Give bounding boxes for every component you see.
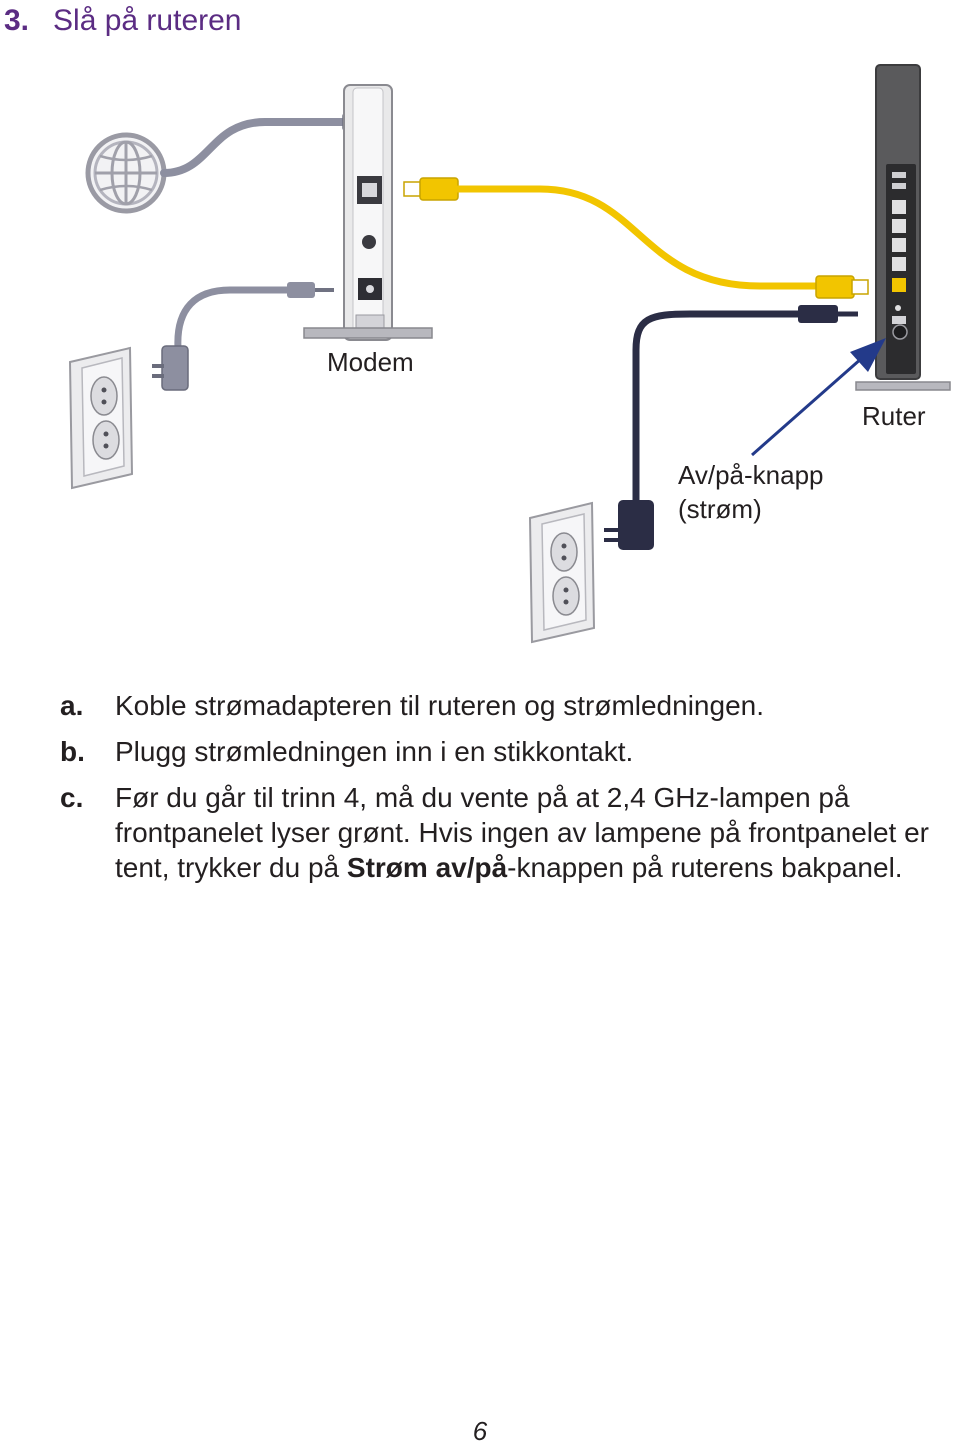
step-letter: c. bbox=[60, 782, 84, 813]
power-button-label-line1: Av/på-knapp bbox=[678, 460, 824, 490]
step-list: a. Koble strømadapteren til ruteren og s… bbox=[60, 688, 955, 896]
step-text-before: Før du går til trinn 4, må du vente på a… bbox=[115, 782, 930, 883]
section-heading: 3. Slå på ruteren bbox=[4, 4, 241, 38]
power-adapter-icon bbox=[152, 345, 189, 391]
wall-outlet-icon bbox=[528, 501, 596, 644]
step-text: Plugg strømledningen inn i en stikkontak… bbox=[115, 736, 634, 767]
step-b: b. Plugg strømledningen inn i en stikkon… bbox=[60, 734, 955, 769]
callout-arrow-icon bbox=[850, 338, 886, 372]
power-button-label: Av/på-knapp (strøm) bbox=[678, 458, 824, 526]
globe-icon bbox=[85, 132, 167, 214]
step-text-after: -knappen på ruterens bakpanel. bbox=[507, 852, 903, 883]
section-title: Slå på ruteren bbox=[53, 4, 242, 37]
wall-outlet-icon bbox=[68, 346, 134, 490]
connection-diagram: Modem Ruter Av/på-knapp (strøm) bbox=[0, 60, 960, 660]
step-text: Koble strømadapteren til ruteren og strø… bbox=[115, 690, 764, 721]
step-a: a. Koble strømadapteren til ruteren og s… bbox=[60, 688, 955, 723]
section-number: 3. bbox=[4, 4, 30, 37]
page-number: 6 bbox=[472, 1416, 488, 1446]
step-letter: a. bbox=[60, 690, 84, 721]
power-adapter-icon bbox=[604, 500, 654, 550]
modem-device bbox=[303, 84, 433, 341]
modem-label: Modem bbox=[327, 347, 414, 377]
router-label: Ruter bbox=[862, 401, 926, 431]
power-button-name: Strøm av/på bbox=[346, 852, 508, 883]
router-device bbox=[855, 64, 951, 391]
step-c: c. Før du går til trinn 4, må du vente p… bbox=[60, 780, 955, 885]
power-button-label-line2: (strøm) bbox=[678, 494, 762, 524]
step-letter: b. bbox=[60, 736, 85, 767]
